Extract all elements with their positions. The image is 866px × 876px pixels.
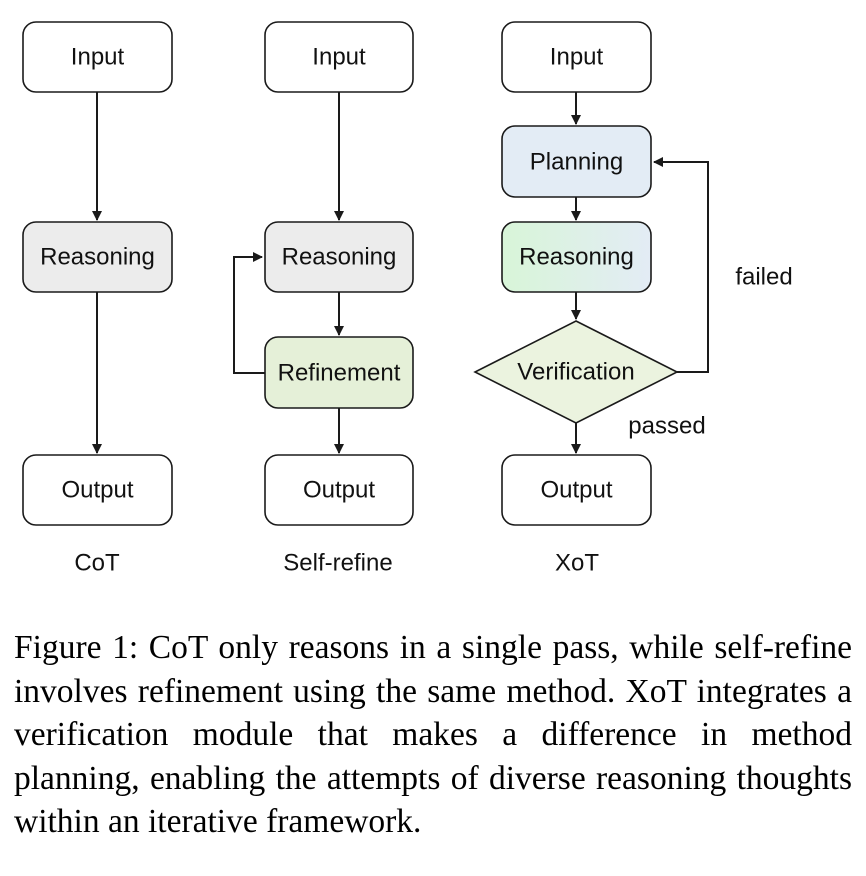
xot-input-label: Input bbox=[550, 44, 604, 71]
cot-reasoning-label: Reasoning bbox=[40, 244, 155, 271]
xot-output-node: Output bbox=[501, 454, 652, 526]
self-refine-reasoning-label: Reasoning bbox=[282, 244, 397, 271]
figure-caption: Figure 1: CoT only reasons in a single p… bbox=[14, 629, 852, 840]
xot-title: XoT bbox=[555, 550, 599, 577]
cot-reasoning-node: Reasoning bbox=[22, 221, 173, 293]
self-refine-refinement-node: Refinement bbox=[264, 336, 414, 409]
self-refine-output-node: Output bbox=[264, 454, 414, 526]
xot-column: Input Planning Reasoning Verification fa… bbox=[473, 21, 793, 577]
xot-output-label: Output bbox=[540, 477, 612, 504]
xot-reasoning-node: Reasoning bbox=[501, 221, 652, 293]
xot-reasoning-label: Reasoning bbox=[519, 244, 634, 271]
self-refine-feedback-loop-arrow bbox=[233, 252, 265, 374]
xot-input-node: Input bbox=[501, 21, 652, 93]
self-refine-output-label: Output bbox=[303, 477, 375, 504]
xot-verification-node: Verification bbox=[473, 320, 679, 424]
cot-input-node: Input bbox=[22, 21, 173, 93]
cot-title: CoT bbox=[74, 550, 120, 577]
cot-output-node: Output bbox=[22, 454, 173, 526]
self-refine-title: Self-refine bbox=[283, 550, 392, 577]
xot-passed-label: passed bbox=[628, 413, 705, 440]
method-comparison-diagram: Input Reasoning Output CoT Input Reasoni… bbox=[22, 21, 793, 577]
xot-verification-label: Verification bbox=[517, 359, 634, 386]
self-refine-refinement-label: Refinement bbox=[278, 360, 401, 387]
cot-column: Input Reasoning Output CoT bbox=[22, 21, 173, 577]
self-refine-input-node: Input bbox=[264, 21, 414, 93]
xot-failed-loop-arrow bbox=[653, 157, 709, 373]
cot-output-label: Output bbox=[61, 477, 133, 504]
self-refine-reasoning-node: Reasoning bbox=[264, 221, 414, 293]
self-refine-column: Input Reasoning Refinement Output Self-r… bbox=[233, 21, 414, 577]
self-refine-input-label: Input bbox=[312, 44, 366, 71]
xot-planning-node: Planning bbox=[501, 125, 652, 198]
cot-input-label: Input bbox=[71, 44, 125, 71]
xot-planning-label: Planning bbox=[530, 149, 623, 176]
xot-failed-label: failed bbox=[735, 264, 792, 291]
